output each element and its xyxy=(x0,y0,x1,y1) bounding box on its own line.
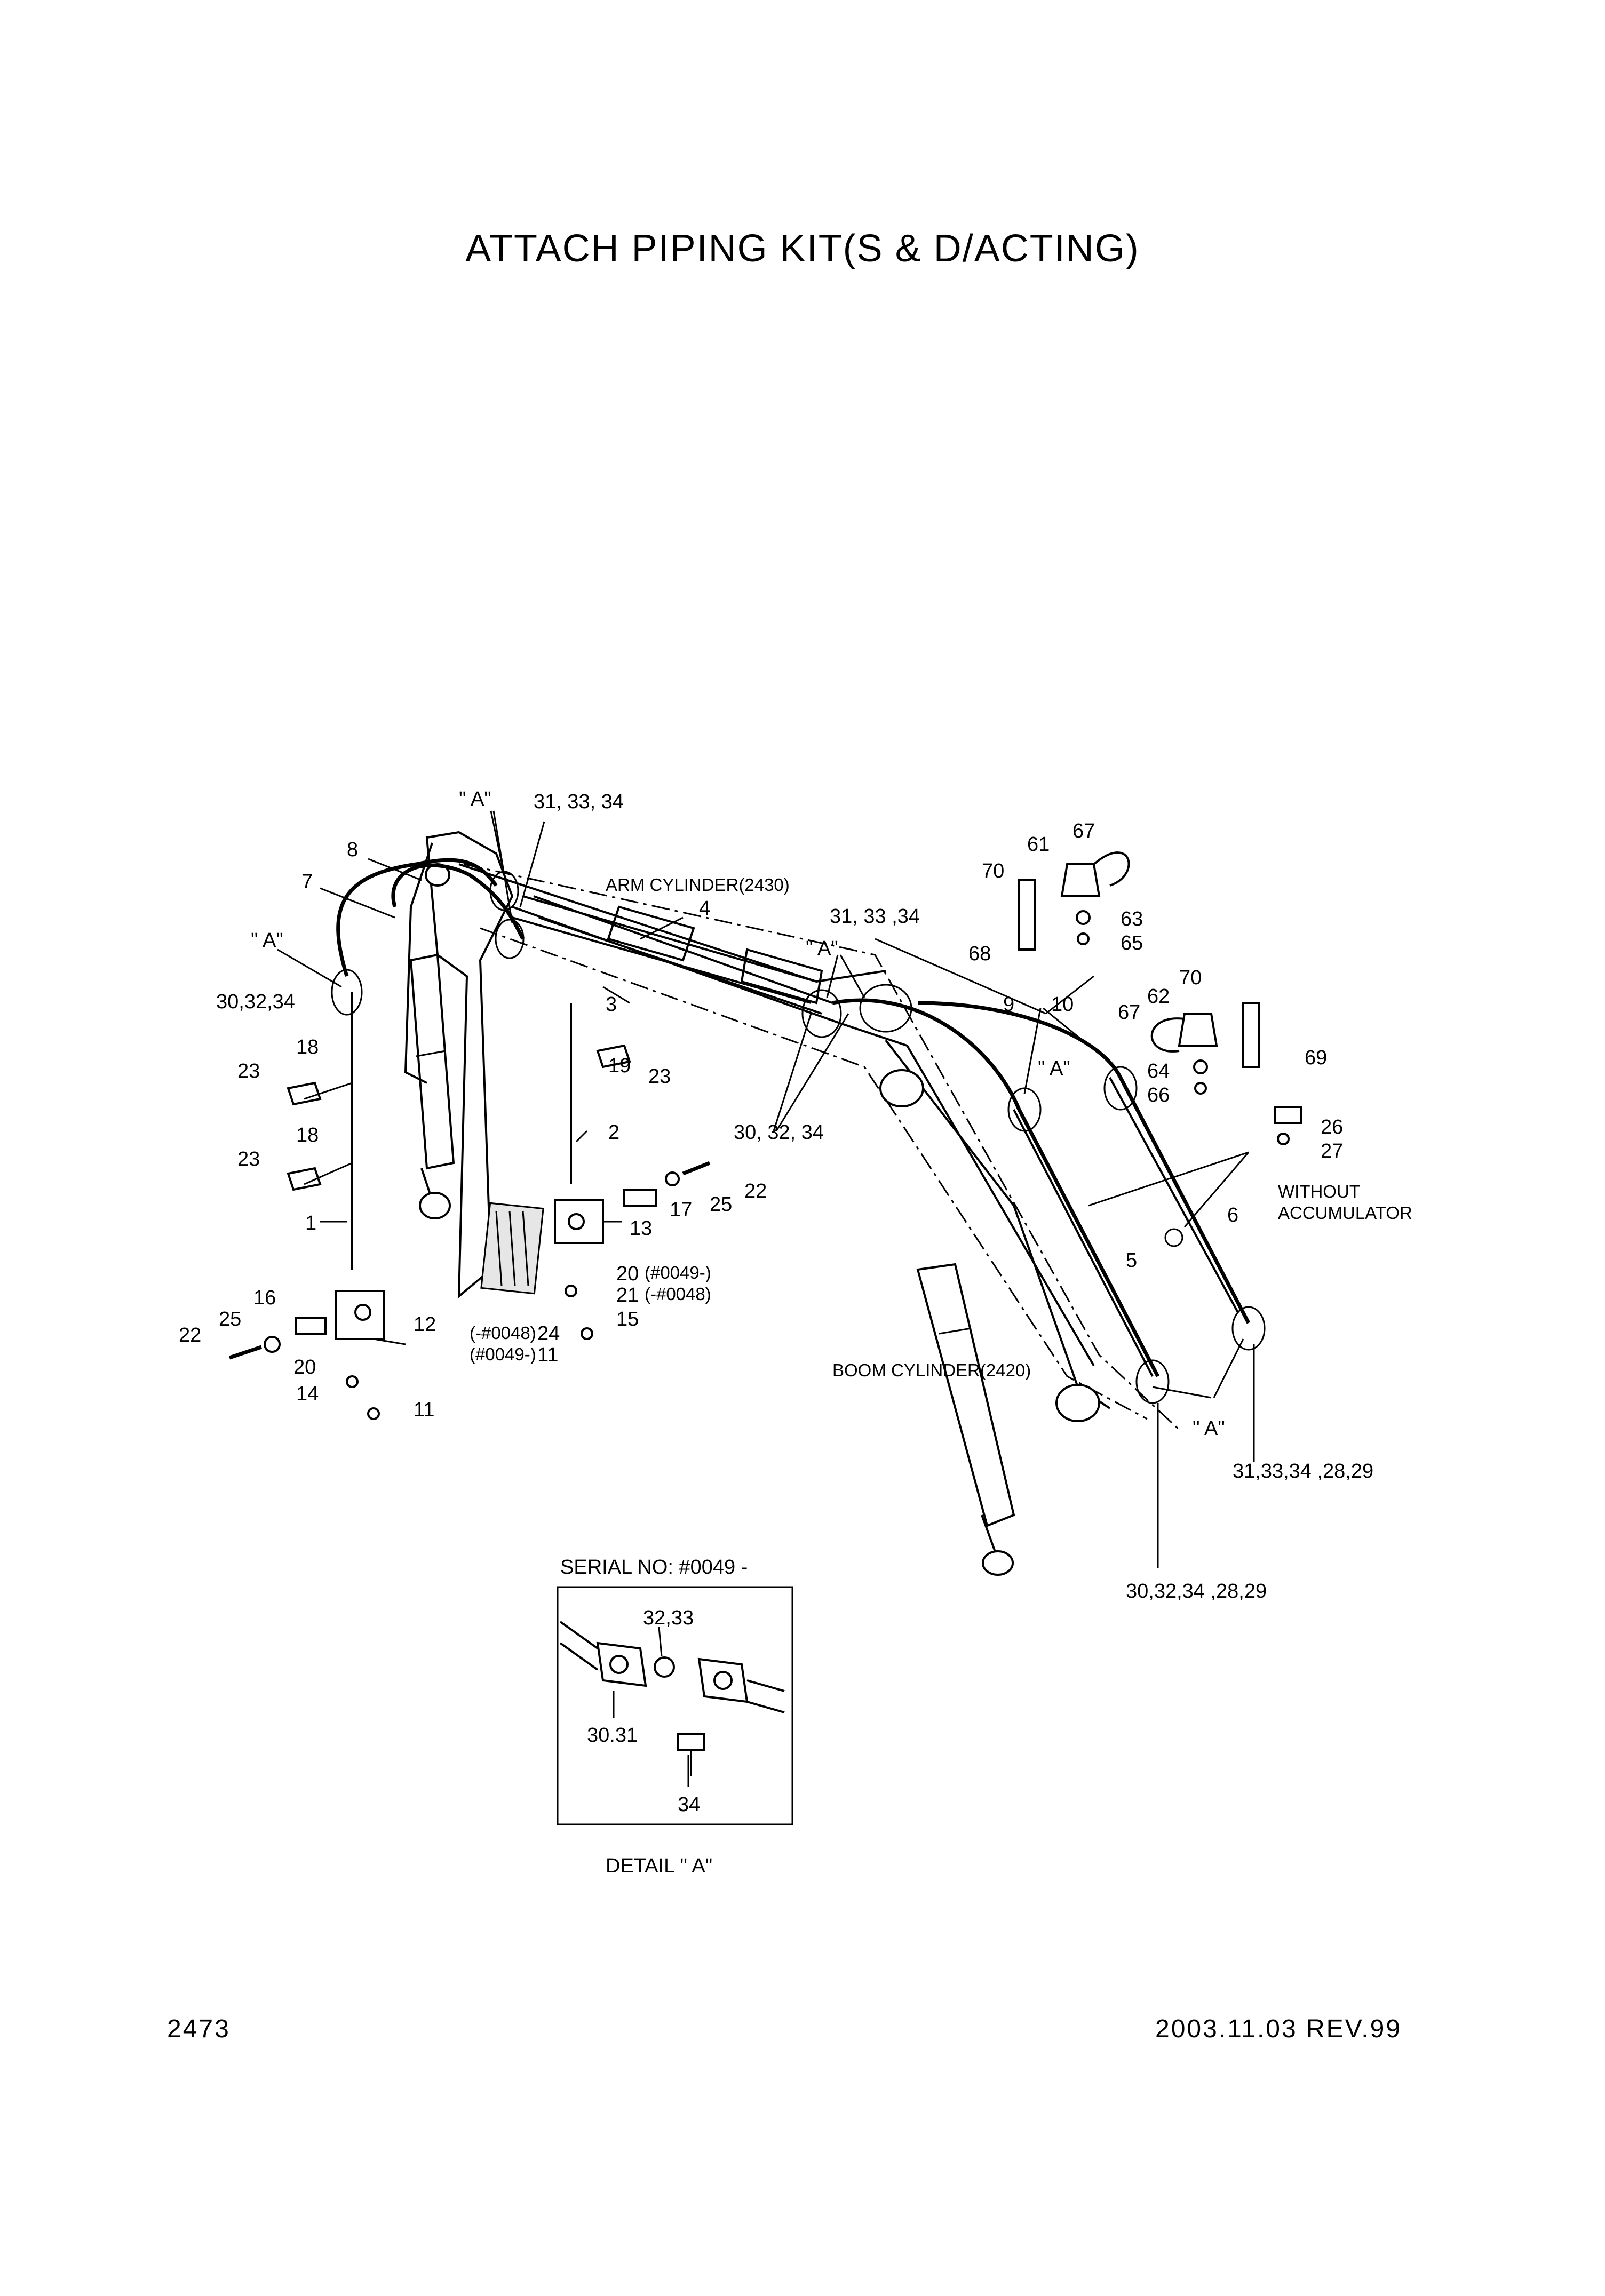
part-24-serial-note: (-#0048) xyxy=(470,1323,536,1343)
leader-lines xyxy=(277,810,1255,1568)
bucket-cylinder xyxy=(409,953,455,1219)
valve-blocks xyxy=(295,1189,657,1340)
part-20a-label: 20 xyxy=(293,1356,316,1378)
part-16-label: 16 xyxy=(253,1287,276,1309)
part-70a-label: 70 xyxy=(982,860,1004,882)
page-title: ATTACH PIPING KIT(S & D/ACTING) xyxy=(465,227,1140,270)
part-22b-label: 22 xyxy=(744,1180,767,1202)
part-10-label: 10 xyxy=(1051,993,1074,1016)
part-27-label: 27 xyxy=(1321,1140,1343,1162)
part-9-label: 9 xyxy=(1003,993,1014,1016)
detail-label-34: 34 xyxy=(678,1793,700,1816)
part-66-label: 66 xyxy=(1147,1084,1170,1106)
part-18b-label: 18 xyxy=(296,1124,319,1146)
part-26-label: 26 xyxy=(1321,1116,1343,1138)
part-11-serial-note: (#0049-) xyxy=(470,1344,536,1364)
detail-serial-label: SERIAL NO: #0049 - xyxy=(560,1556,748,1578)
part-3-label: 3 xyxy=(606,993,617,1016)
part-6-label: 6 xyxy=(1227,1204,1238,1226)
flange-connections xyxy=(331,871,1266,1404)
callout-30-32-34-left: 30,32,34 xyxy=(216,991,295,1013)
callout-31-33-34-mid: 31, 33 ,34 xyxy=(830,905,920,928)
part-20b-label: 20 xyxy=(616,1263,639,1285)
part-11b-label: 11 xyxy=(537,1344,558,1366)
part-4-label: 4 xyxy=(699,897,710,920)
callout-30-32-34-28-29: 30,32,34 ,28,29 xyxy=(1126,1580,1267,1603)
boom-cylinder-label: BOOM CYLINDER(2420) xyxy=(832,1360,1031,1380)
part-7-label: 7 xyxy=(301,871,313,893)
callout-31-33-34-28-29: 31,33,34 ,28,29 xyxy=(1233,1460,1373,1482)
part-21-label: 21 xyxy=(616,1284,639,1306)
part-15-label: 15 xyxy=(616,1308,639,1330)
detail-a-callout-mid: " A" xyxy=(806,937,838,960)
part-62-label: 62 xyxy=(1147,985,1170,1008)
accumulators xyxy=(1018,851,1302,1145)
part-25b-label: 25 xyxy=(710,1193,732,1216)
hoses xyxy=(336,858,1251,1377)
part-5-label: 5 xyxy=(1126,1249,1137,1272)
detail-a-callout-left: " A" xyxy=(251,929,283,952)
detail-a-callout-bottom: " A" xyxy=(1193,1417,1225,1440)
part-65-label: 65 xyxy=(1121,932,1143,954)
part-63-label: 63 xyxy=(1121,908,1143,930)
boom-cylinder xyxy=(916,1263,1015,1576)
part-11a-label: 11 xyxy=(414,1399,434,1421)
part-68-label: 68 xyxy=(968,943,991,965)
part-1-label: 1 xyxy=(305,1212,316,1234)
without-accumulator-line2: ACCUMULATOR xyxy=(1278,1203,1412,1223)
part-21-serial-note: (-#0048) xyxy=(645,1284,711,1304)
detail-label-32-33: 32,33 xyxy=(643,1607,694,1629)
part-13-label: 13 xyxy=(630,1217,652,1240)
part-23a-label: 23 xyxy=(237,1060,260,1082)
part-70b-label: 70 xyxy=(1179,967,1202,989)
part-24-label: 24 xyxy=(537,1322,560,1345)
revision-date: 2003.11.03 REV.99 xyxy=(1155,2015,1402,2043)
part-23b-label: 23 xyxy=(237,1148,260,1170)
part-67a-label: 67 xyxy=(1072,820,1095,842)
part-25a-label: 25 xyxy=(219,1308,241,1330)
callout-30-32-34-mid: 30, 32, 34 xyxy=(734,1121,824,1144)
part-20-serial-note: (#0049-) xyxy=(645,1263,711,1282)
part-64-label: 64 xyxy=(1147,1060,1170,1082)
bolts xyxy=(228,1044,711,1420)
callout-31-33-34-top: 31, 33, 34 xyxy=(534,791,624,813)
page-number: 2473 xyxy=(167,2015,231,2043)
detail-a-callout-right: " A" xyxy=(1038,1057,1070,1080)
part-8-label: 8 xyxy=(347,839,358,861)
part-17-label: 17 xyxy=(670,1199,692,1221)
part-19-label: 19 xyxy=(608,1055,631,1077)
part-23c-label: 23 xyxy=(648,1065,671,1088)
detail-a-callout-top: " A" xyxy=(459,788,491,810)
part-61-label: 61 xyxy=(1027,833,1050,856)
part-12-label: 12 xyxy=(414,1313,436,1336)
detail-a-box xyxy=(557,1586,793,1825)
arm-cylinder-label: ARM CYLINDER(2430) xyxy=(606,875,790,895)
part-18a-label: 18 xyxy=(296,1036,319,1058)
detail-label-30-31: 30.31 xyxy=(587,1724,638,1747)
part-22a-label: 22 xyxy=(179,1324,201,1346)
part-69-label: 69 xyxy=(1305,1047,1327,1069)
arm-cylinder xyxy=(512,895,823,1004)
part-67b-label: 67 xyxy=(1118,1001,1140,1024)
arm-structure xyxy=(404,831,544,1299)
detail-a-caption: DETAIL " A" xyxy=(606,1855,712,1877)
part-14-label: 14 xyxy=(296,1383,319,1405)
part-2-label: 2 xyxy=(608,1121,619,1144)
without-accumulator-line1: WITHOUT xyxy=(1278,1182,1360,1201)
